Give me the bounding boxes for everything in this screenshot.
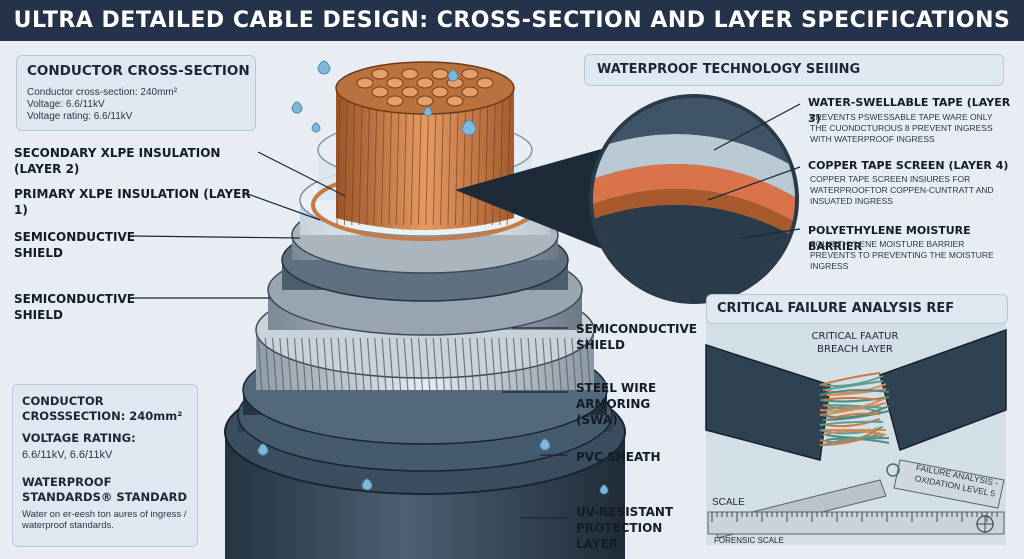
- spec-voltage-value: 6.6/11kV, 6.6/11kV: [22, 449, 113, 461]
- wp-item-2-desc: COPPER TAPE SCREEN INSIURES FOR WATERPRO…: [810, 174, 994, 206]
- leader-lines: [131, 151, 568, 519]
- copper-conductor: [335, 61, 515, 230]
- water-droplets: [257, 60, 609, 495]
- conductor-panel: CONDUCTOR CROSS-SECTION Conductor cross-…: [16, 55, 256, 131]
- breach-label: CRITICAL FAATUR BREACH LAYER: [811, 331, 899, 355]
- magnified-layer-view: [589, 94, 799, 304]
- spec-waterproof-heading: WATERPROOF STANDARDS® STANDARD: [22, 475, 187, 504]
- failure-illustration: [705, 320, 1007, 545]
- wp-item-3-title: POLYETHYLENE MOISTURE BARRIER: [808, 224, 971, 253]
- magnifier-wedge: [455, 148, 605, 250]
- label-pvc-sheath: PVC SHEATH: [576, 450, 661, 464]
- conductor-line-1: Conductor cross-section: 240mm²: [27, 87, 178, 98]
- specs-panel: CONDUCTOR CROSSSECTION: 240mm² VOLTAGE R…: [12, 384, 198, 547]
- failure-panel-title: CRITICAL FAILURE ANALYSIS REF: [717, 301, 955, 316]
- label-uv-layer: UV-RESISTANT PROTECTION LAYER: [576, 505, 674, 551]
- failure-panel-header: CRITICAL FAILURE ANALYSIS REF: [706, 294, 1008, 324]
- waterproof-panel-title: WATERPROOF TECHNOLOGY SEIIING: [597, 62, 861, 77]
- spec-conductor: CONDUCTOR CROSSSECTION: 240mm²: [22, 394, 183, 423]
- waterproof-panel-header: WATERPROOF TECHNOLOGY SEIIING: [584, 54, 1004, 86]
- wp-item-1-desc: PREVENTS PSWESSABLE TAPE WARE ONLY THE C…: [810, 112, 993, 144]
- forensic-scale-label: FORENSIC SCALE: [714, 536, 784, 545]
- magnifier-leaders: [707, 103, 801, 239]
- page-title: ULTRA DETAILED CABLE DESIGN: CROSS-SECTI…: [0, 0, 1024, 41]
- spec-waterproof-text: Water on er-eesh ton aures of ingress / …: [22, 509, 187, 531]
- conductor-panel-title: CONDUCTOR CROSS-SECTION: [27, 63, 250, 79]
- label-steel-wire: STEEL WIRE ARMORING (SWA): [576, 381, 657, 427]
- wp-item-2-title: COPPER TAPE SCREEN (LAYER 4): [808, 159, 1009, 172]
- label-primary-xlpe: PRIMARY XLPE INSULATION (LAYER 1): [14, 187, 251, 217]
- label-semiconductive-3: SEMICONDUCTIVE SHIELD: [576, 322, 697, 352]
- scale-label: SCALE: [712, 497, 745, 508]
- conductor-line-2: Voltage: 6.6/11kV: [27, 99, 105, 110]
- label-semiconductive-2: SEMICONDUCTIVE SHIELD: [14, 292, 135, 322]
- wp-item-1-title: WATER-SWELLABLE TAPE (LAYER 3): [808, 96, 1011, 125]
- spec-voltage-heading: VOLTAGE RATING:: [22, 431, 136, 445]
- conductor-line-3: Voltage rating: 6.6/11kV: [27, 111, 133, 122]
- label-secondary-xlpe: SECONDARY XLPE INSULATION (LAYER 2): [14, 146, 221, 176]
- wp-item-3-desc: POLYETHYLENE MOISTURE BARRIER PREVENTS T…: [810, 239, 994, 271]
- label-semiconductive-1: SEMICONDUCTIVE SHIELD: [14, 230, 135, 260]
